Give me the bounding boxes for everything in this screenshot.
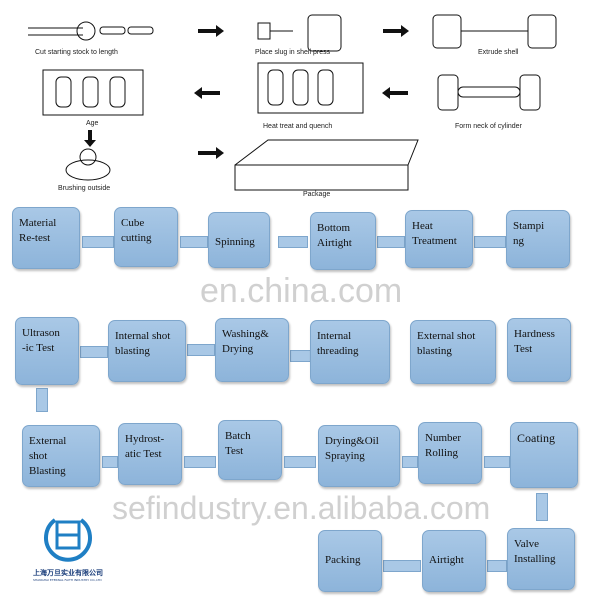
- arrow-right: [402, 456, 418, 468]
- step-caption: Place slug in shell press: [255, 49, 331, 56]
- step-caption: Heat treat and quench: [263, 123, 333, 130]
- watermark: en.china.com: [200, 272, 403, 310]
- step-threading: Internal threading: [310, 320, 390, 384]
- arrow-right: [278, 236, 308, 248]
- arrow-left: [290, 350, 312, 362]
- arrow-down: [536, 493, 548, 521]
- step-external-shot-blasting: External shot Blasting: [22, 425, 100, 487]
- step-hardness-test: Hardness Test: [507, 318, 571, 382]
- step-batch-test: Batch Test: [218, 420, 282, 480]
- step-drying-oil-spraying: Drying&Oil Spraying: [318, 425, 400, 487]
- step-valve-installing: Valve Installing: [507, 528, 575, 590]
- arrow-right: [284, 456, 316, 468]
- step-caption: Cut starting stock to length: [35, 49, 118, 56]
- arrow-right: [484, 456, 510, 468]
- arrow-left: [187, 344, 215, 356]
- step-external-shot-blasting: External shot blasting: [410, 320, 496, 384]
- arrow-right: [180, 236, 208, 248]
- arrow-right: [377, 236, 405, 248]
- step-hydrostatic-test: Hydrost- atic Test: [118, 423, 182, 485]
- process-illustration: Cut starting stock to length Place slug …: [8, 5, 593, 200]
- step-ultrasonic-test: Ultrason -ic Test: [15, 317, 79, 385]
- arrow-right: [184, 456, 216, 468]
- logo-subtitle: SHANGHAI ETERNAL FAITH INDUSTRY CO.,LTD: [33, 578, 102, 582]
- step-caption: Age: [86, 120, 99, 127]
- step-caption: Form neck of cylinder: [455, 123, 522, 130]
- arrow-right: [474, 236, 506, 248]
- step-caption: Brushing outside: [58, 185, 111, 192]
- logo-emblem-icon: [44, 518, 92, 562]
- step-airtight: Airtight: [422, 530, 486, 592]
- company-logo: 上海万旦实业有限公司 SHANGHAI ETERNAL FAITH INDUST…: [33, 508, 103, 583]
- watermark: sefindustry.en.alibaba.com: [112, 490, 491, 526]
- step-coating: Coating: [510, 422, 578, 488]
- step-caption: Extrude shell: [478, 49, 519, 56]
- step-cube-cutting: Cube cutting: [114, 207, 178, 267]
- arrow-right: [102, 456, 118, 468]
- step-washing-drying: Washing& Drying: [215, 318, 289, 382]
- step-caption: Package: [303, 191, 331, 198]
- arrow-left: [383, 560, 421, 572]
- step-spinning: Spinning: [208, 212, 270, 268]
- illustration-drawings: [28, 14, 557, 191]
- arrow-down: [36, 388, 48, 412]
- step-stamping: Stampi ng: [506, 210, 570, 268]
- step-packing: Packing: [318, 530, 382, 592]
- step-heat-treatment: Heat Treatment: [405, 210, 473, 268]
- arrow-left: [487, 560, 507, 572]
- step-number-rolling: Number Rolling: [418, 422, 482, 484]
- arrow-right: [82, 236, 114, 248]
- step-internal-shot-blasting: Internal shot blasting: [108, 320, 186, 382]
- step-material-retest: Material Re-test: [12, 207, 80, 269]
- step-bottom-airtight: Bottom Airtight: [310, 212, 376, 270]
- logo-company-name: 上海万旦实业有限公司: [33, 569, 103, 577]
- arrow-left: [80, 346, 108, 358]
